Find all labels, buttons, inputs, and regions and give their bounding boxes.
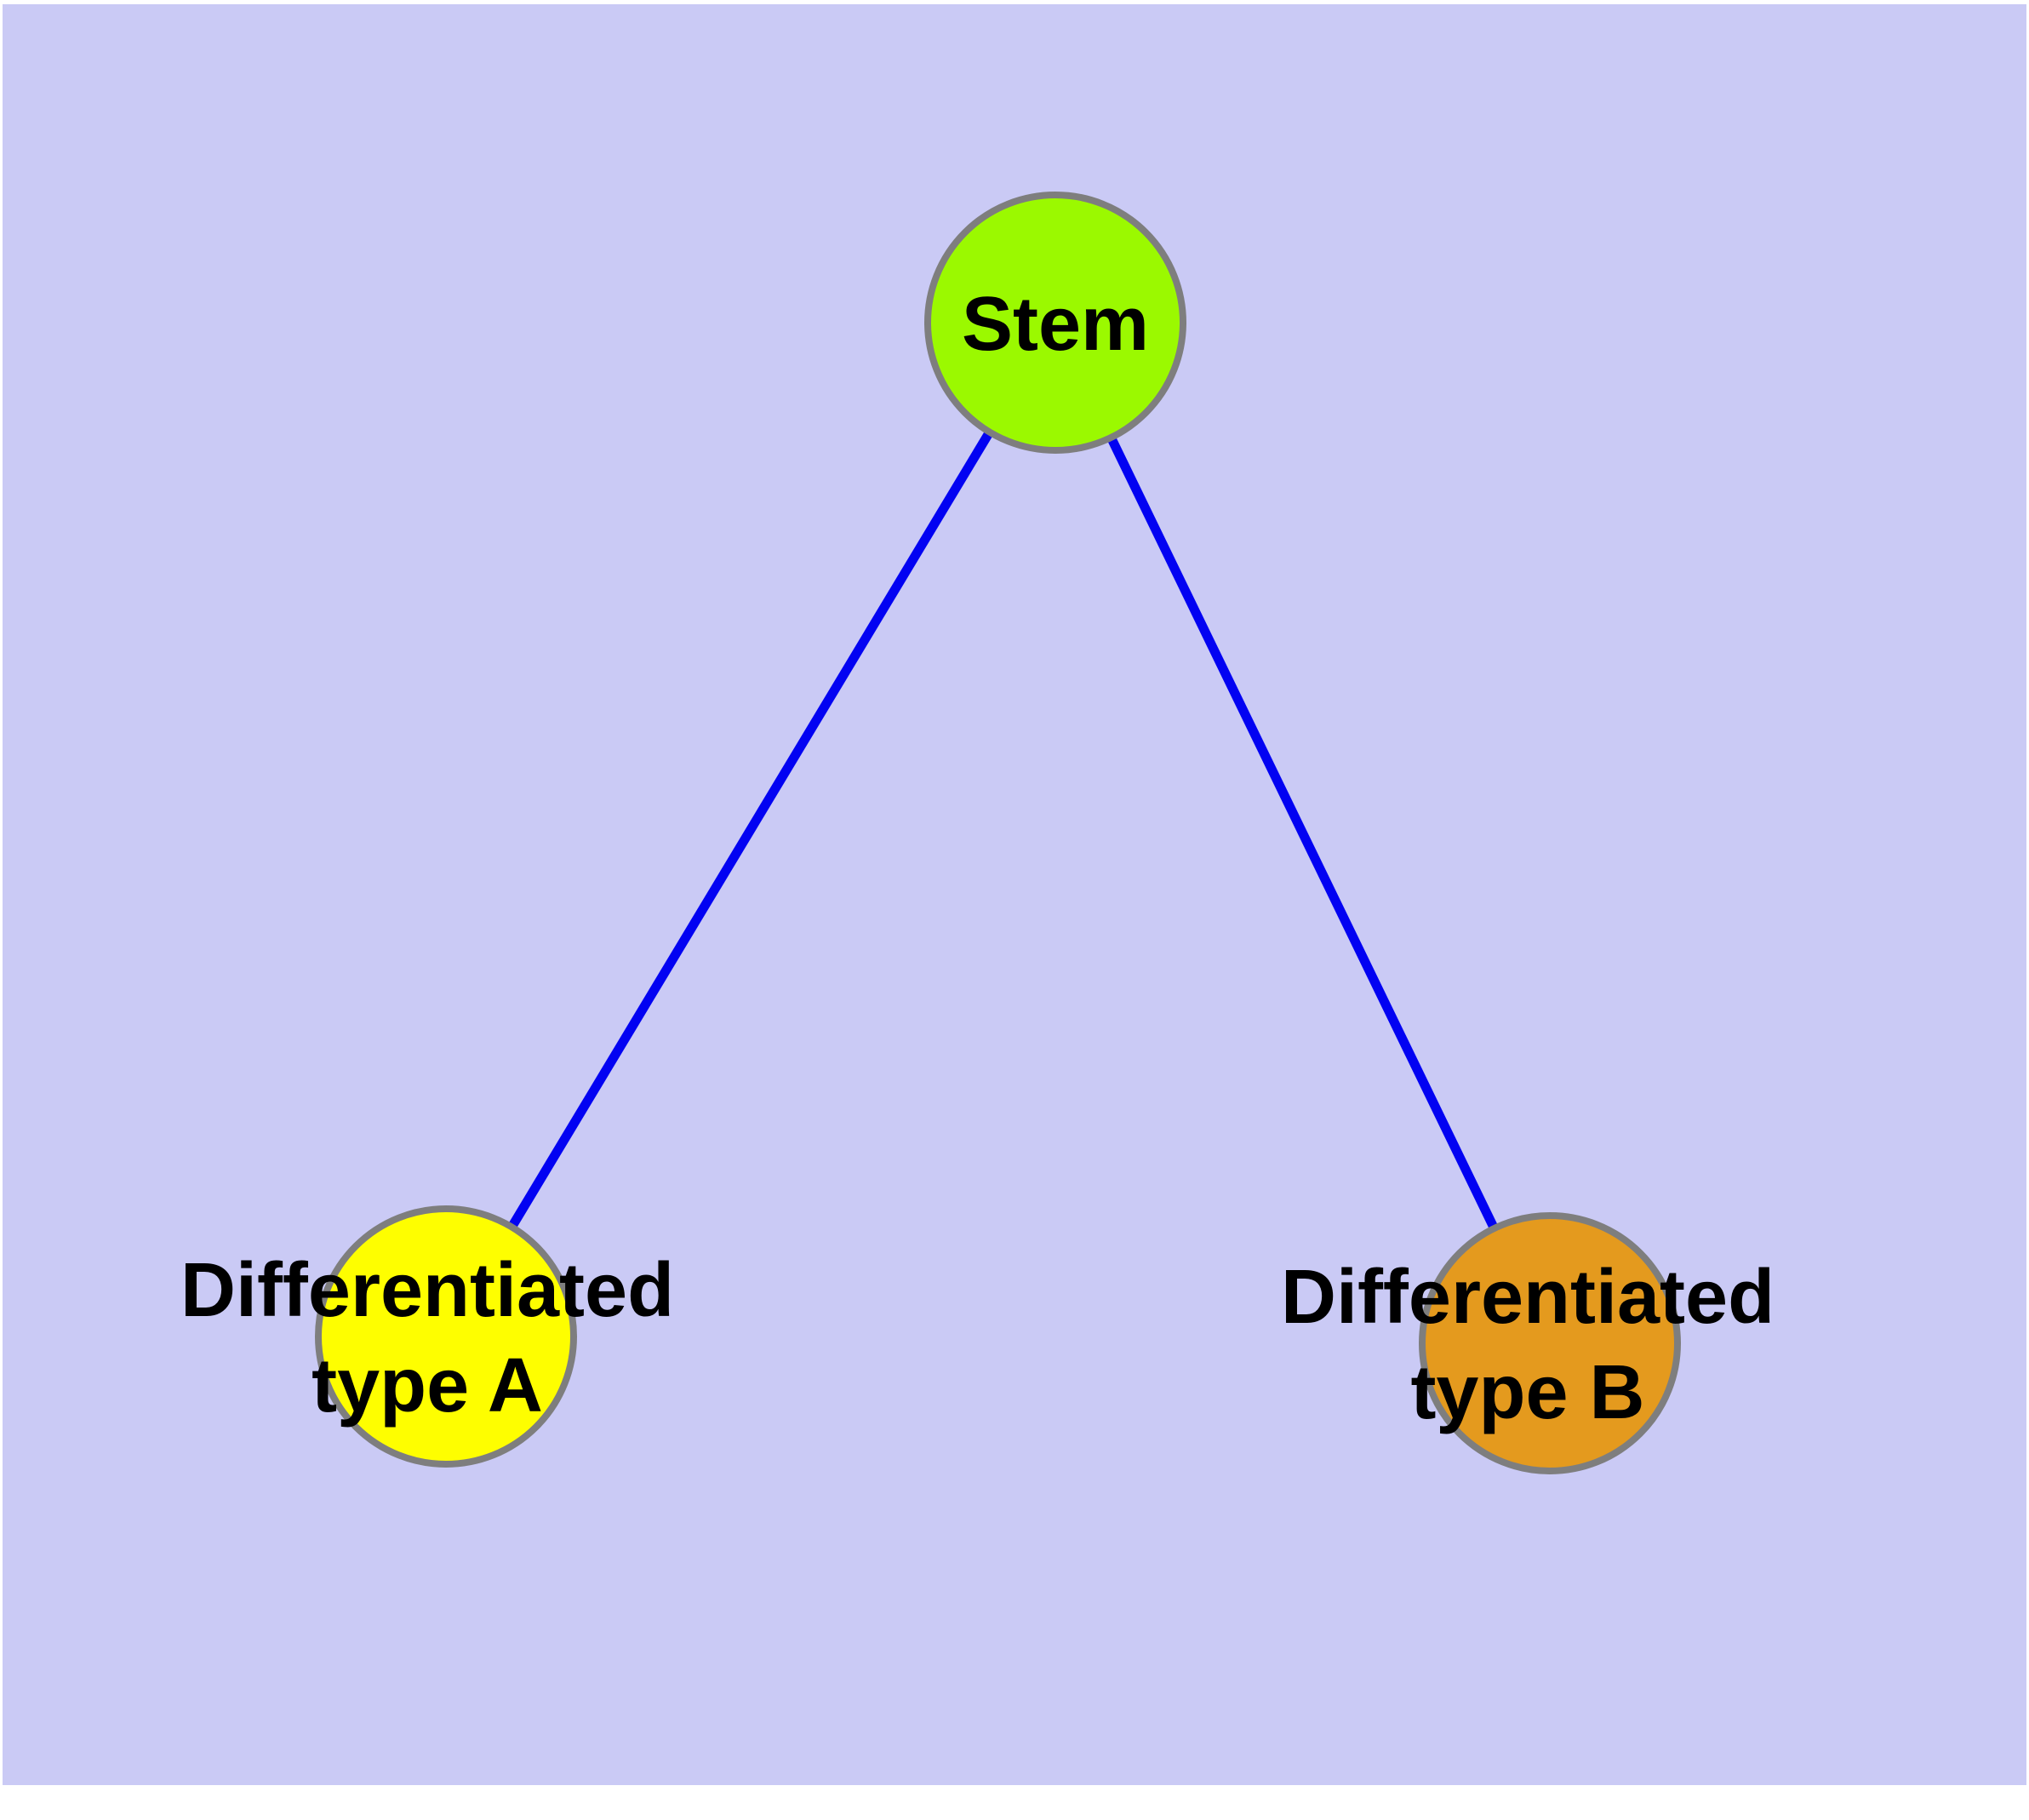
node-stem-circle (924, 192, 1186, 454)
node-layer (315, 192, 1681, 1474)
edge-stem-to-type-a (442, 320, 1060, 1339)
plot-canvas: Stem Differentiated type A Differentiate… (3, 4, 2026, 1785)
node-type-a-circle (315, 1205, 577, 1468)
edge-stem-to-type-b (1051, 320, 1554, 1346)
edge-layer (442, 320, 1554, 1346)
node-type-b-circle (1419, 1212, 1681, 1474)
graph-svg (315, 192, 1681, 1474)
